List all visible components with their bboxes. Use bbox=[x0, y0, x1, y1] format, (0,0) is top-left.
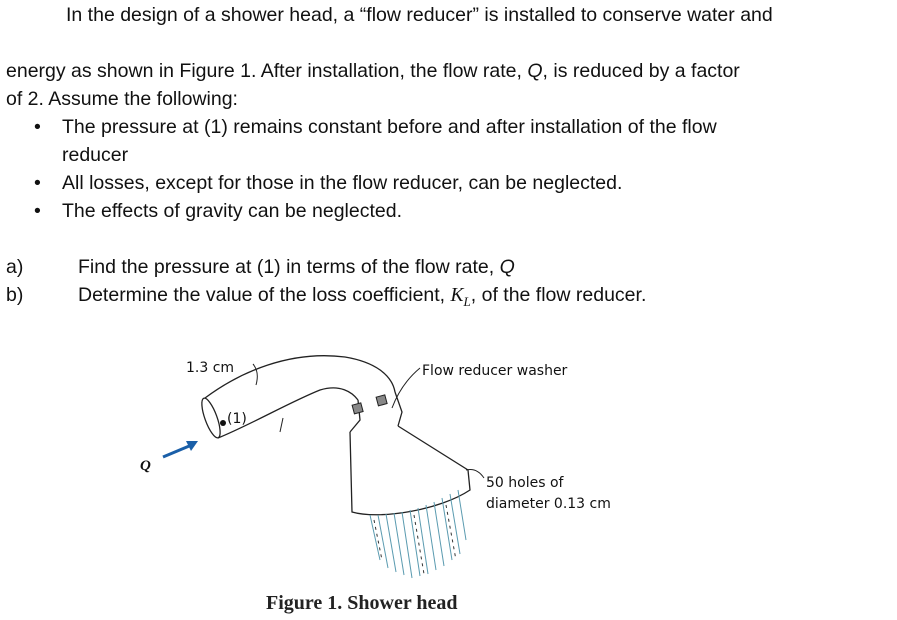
pipe-bottom-edge bbox=[217, 387, 359, 439]
holes-label-line1: 50 holes of bbox=[486, 475, 565, 491]
question-a-var: Q bbox=[499, 256, 515, 278]
question-a-prefix: Find the pressure at (1) in terms of the… bbox=[78, 256, 500, 278]
question-a-letter: a) bbox=[6, 256, 24, 278]
washer-leader bbox=[391, 367, 421, 409]
shower-head-cone bbox=[349, 425, 471, 516]
bullet-item-1: The pressure at (1) remains constant bef… bbox=[62, 116, 717, 138]
point-1-label: (1) bbox=[227, 411, 247, 427]
bullet-item-1-cont: reducer bbox=[62, 144, 129, 166]
point-1-dot bbox=[220, 420, 226, 426]
question-b-text: Determine the value of the loss coeffici… bbox=[78, 284, 646, 310]
question-a-text: Find the pressure at (1) in terms of the… bbox=[78, 256, 515, 279]
shower-head-figure: (1) 1.3 cm Flow reducer washer Q 50 hole… bbox=[140, 355, 611, 579]
bullet-icon: • bbox=[34, 116, 41, 138]
bullet-item-3: The effects of gravity can be neglected. bbox=[62, 200, 403, 222]
washer-right bbox=[375, 394, 388, 407]
problem-line-2: energy as shown in Figure 1. After insta… bbox=[6, 60, 740, 83]
question-b-letter: b) bbox=[6, 284, 24, 306]
problem-line-1: In the design of a shower head, a “flow … bbox=[66, 4, 773, 26]
holes-label-line2: diameter 0.13 cm bbox=[486, 496, 611, 512]
pipe-top-edge bbox=[204, 355, 396, 399]
diameter-label: 1.3 cm bbox=[186, 360, 234, 376]
bullet-icon: • bbox=[34, 172, 41, 194]
diameter-leader-bottom bbox=[279, 417, 284, 433]
water-streams-dark bbox=[373, 504, 457, 575]
question-b-suffix: , of the flow reducer. bbox=[470, 284, 647, 306]
washer-left bbox=[351, 402, 364, 415]
pipe-inlet-end bbox=[201, 397, 221, 439]
bullet-item-2: All losses, except for those in the flow… bbox=[62, 172, 623, 194]
q-arrow-head bbox=[186, 441, 198, 451]
washer-label: Flow reducer washer bbox=[422, 363, 568, 379]
problem-line-3: of 2. Assume the following: bbox=[6, 88, 238, 110]
diameter-leader-top bbox=[252, 363, 258, 386]
water-streams bbox=[369, 489, 467, 579]
problem-line-2-suffix: , is reduced by a factor bbox=[542, 60, 740, 82]
flow-rate-symbol: Q bbox=[527, 60, 543, 82]
question-b-prefix: Determine the value of the loss coeffici… bbox=[78, 284, 451, 306]
holes-leader bbox=[465, 469, 485, 479]
q-label: Q bbox=[140, 458, 151, 474]
neck-right bbox=[394, 391, 403, 427]
problem-line-2-prefix: energy as shown in Figure 1. After insta… bbox=[6, 60, 528, 82]
loss-coefficient-symbol: KL bbox=[450, 285, 471, 309]
figure-caption: Figure 1. Shower head bbox=[266, 592, 458, 614]
bullet-icon: • bbox=[34, 200, 41, 222]
